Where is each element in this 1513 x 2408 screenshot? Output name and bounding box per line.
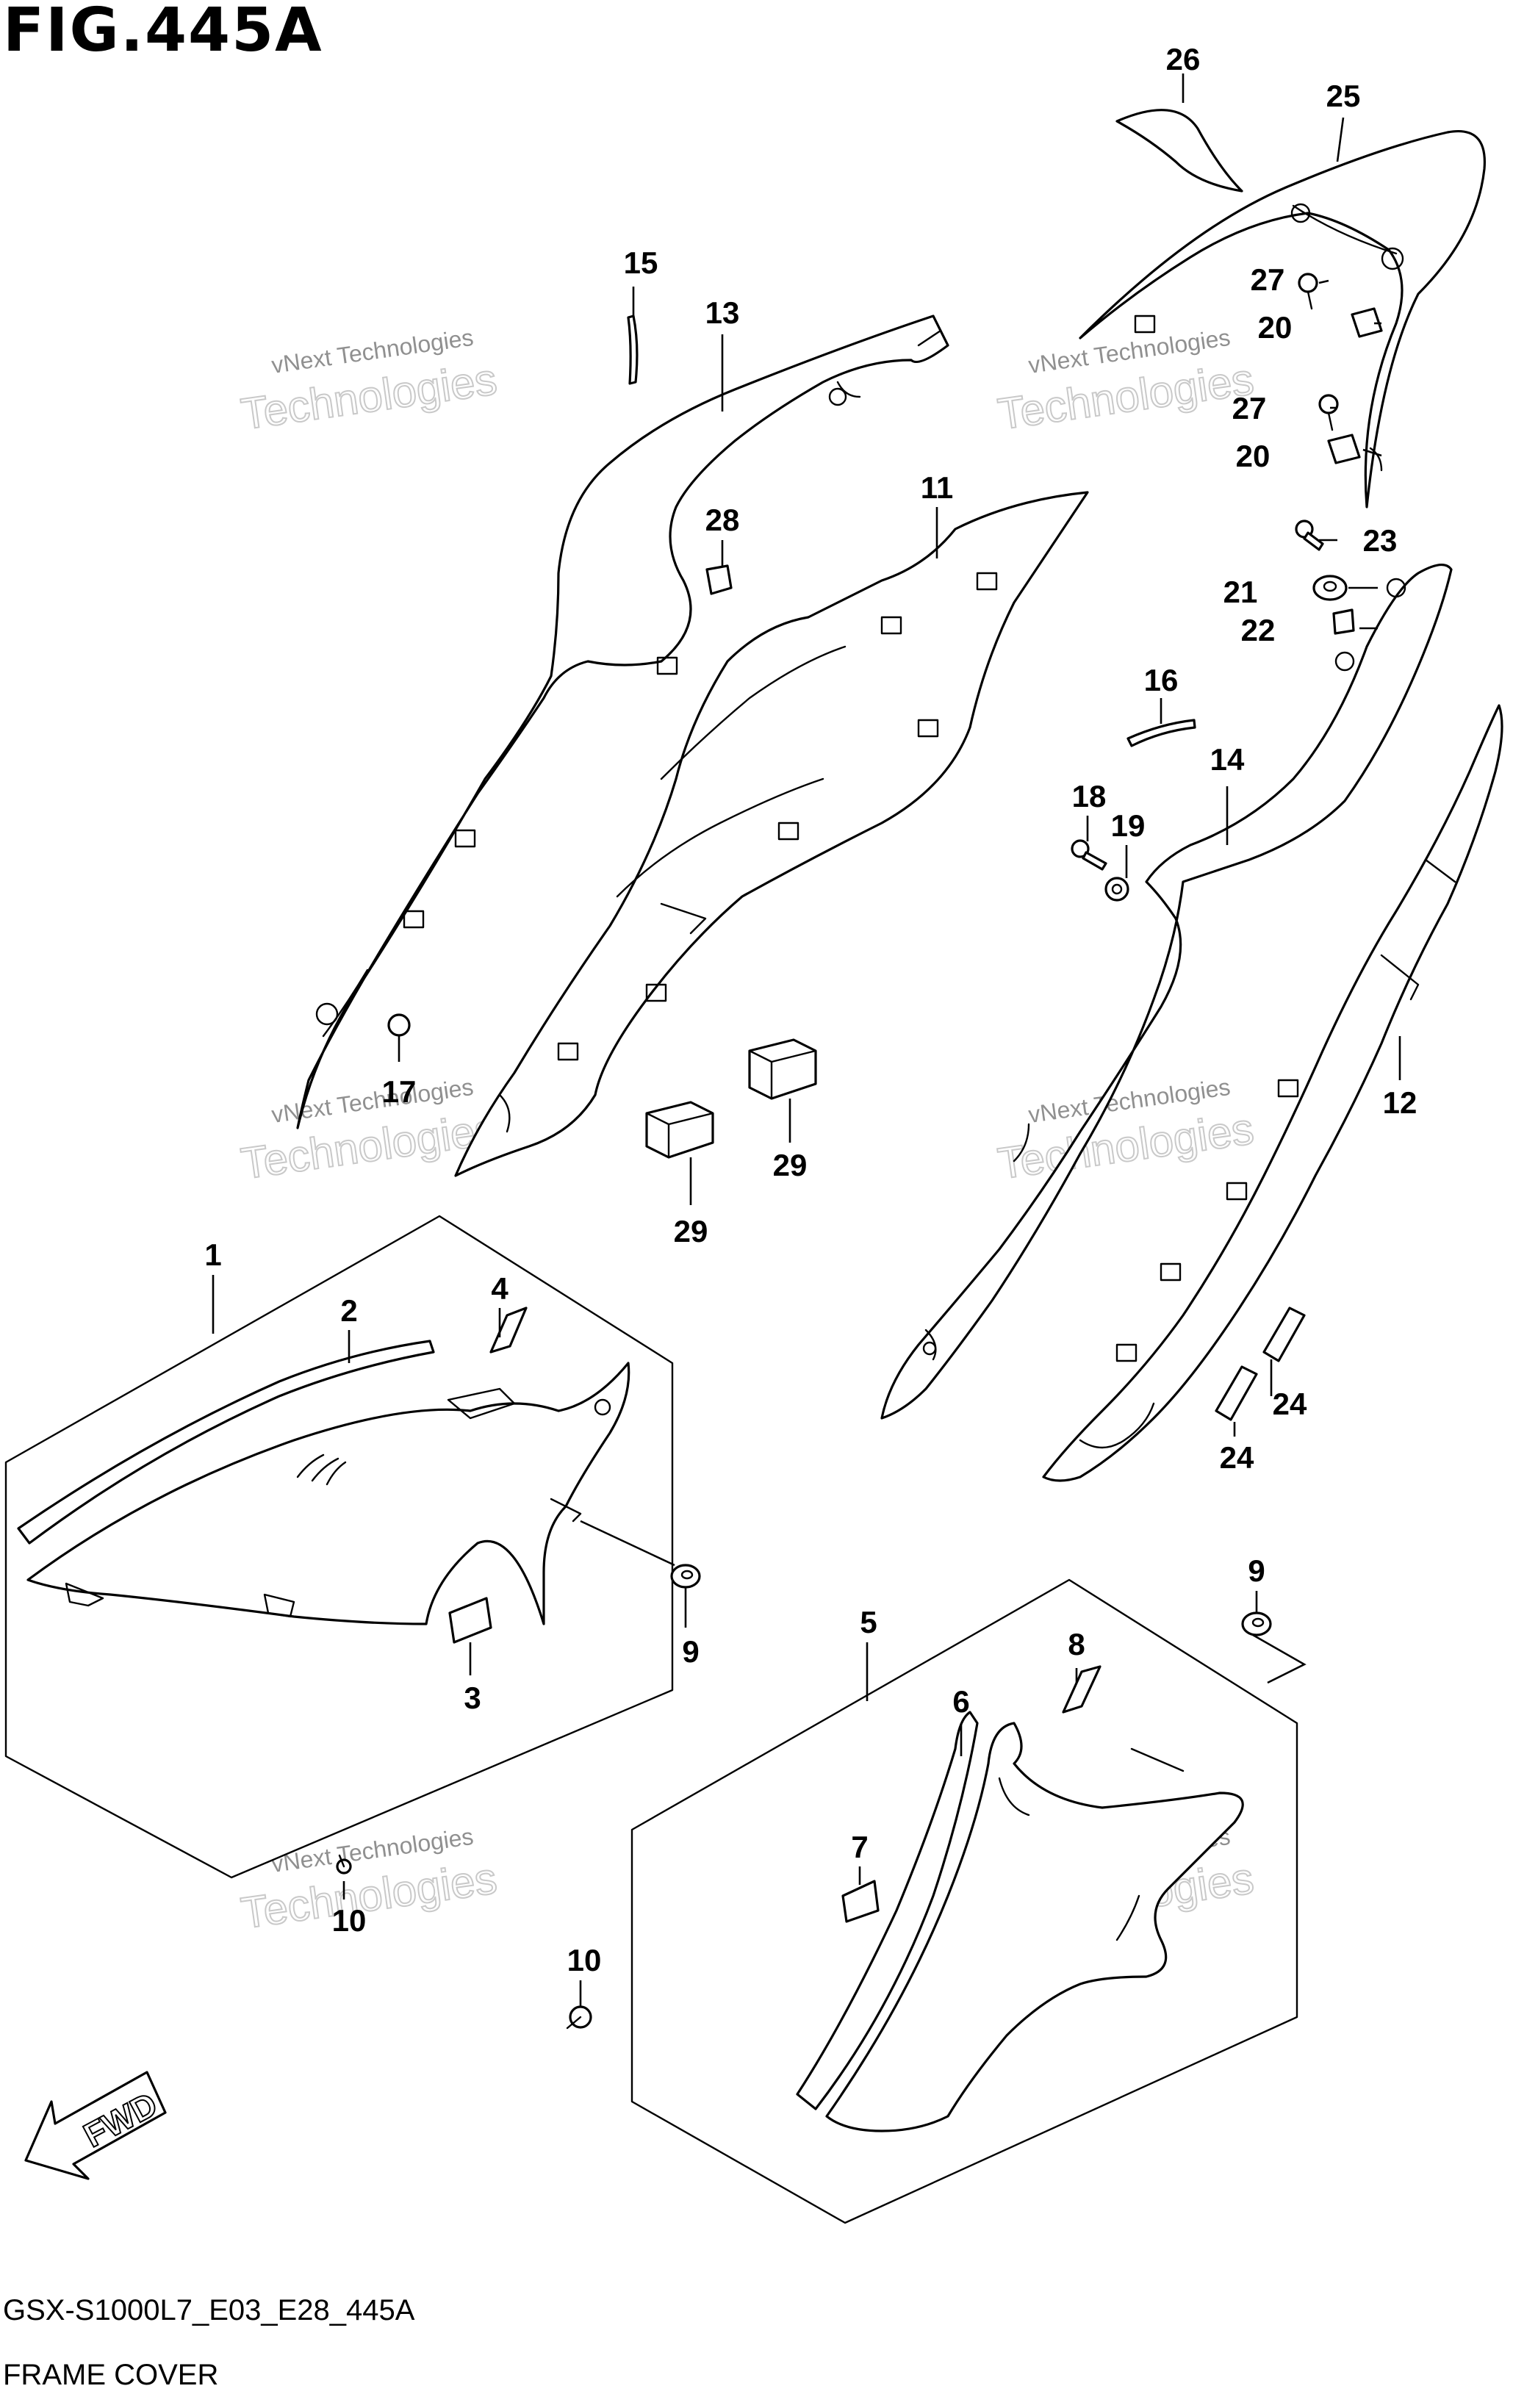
- callout-14: 14: [1210, 742, 1245, 777]
- part-16-strip: [1126, 719, 1196, 747]
- callout-5: 5: [860, 1605, 877, 1639]
- callout-11: 11: [921, 470, 953, 505]
- part-15-strip: [627, 315, 639, 385]
- figure-title: FIG.445A: [3, 0, 323, 65]
- callout-18: 18: [1072, 779, 1107, 813]
- callout-24-left: 24: [1220, 1440, 1254, 1475]
- callout-19: 19: [1111, 808, 1146, 843]
- callout-16: 16: [1144, 663, 1179, 697]
- watermark-bottom-left: vNext Technologies Technologies: [237, 1823, 500, 1938]
- part-29-pad-left: [645, 1101, 714, 1159]
- callout-29-right: 29: [773, 1148, 808, 1182]
- part-21-washer: [1312, 575, 1348, 601]
- callout-2: 2: [340, 1293, 357, 1328]
- part-10-clip-left: [336, 1854, 352, 1875]
- watermark-group: vNext Technologies Technologies vNext Te…: [237, 324, 1257, 1938]
- callout-26: 26: [1166, 42, 1201, 76]
- part-11-inner-cover: [454, 491, 1089, 1177]
- part-6-strip: [796, 1711, 979, 2110]
- watermark-top-right: vNext Technologies Technologies: [994, 324, 1257, 439]
- callout-21: 21: [1223, 575, 1258, 609]
- callout-9-left: 9: [682, 1634, 699, 1669]
- callout-27-lower: 27: [1232, 391, 1267, 425]
- part-20-nut-upper: [1351, 307, 1383, 338]
- callout-25: 25: [1326, 79, 1361, 113]
- callout-4: 4: [491, 1271, 508, 1306]
- callout-13: 13: [705, 295, 740, 330]
- watermark-top-left: vNext Technologies Technologies: [237, 324, 500, 439]
- part-2-strip: [17, 1340, 435, 1545]
- part-17-grommet: [387, 1013, 411, 1037]
- part-13-side-cover: [296, 315, 949, 1129]
- callout-1: 1: [204, 1237, 221, 1272]
- callout-20-lower: 20: [1236, 439, 1271, 473]
- assembly-5-box: [630, 1578, 1307, 2224]
- callout-labels: 26 25 27 20 27 20 23 21 22 15 13 11 28 1…: [204, 42, 1417, 1977]
- callout-3: 3: [464, 1681, 481, 1715]
- part-23-bolt: [1295, 520, 1324, 551]
- part-5-frame-cover: [825, 1722, 1244, 2132]
- callout-27-upper: 27: [1251, 262, 1285, 297]
- part-4-label: [489, 1307, 528, 1354]
- callout-20-upper: 20: [1258, 310, 1293, 345]
- part-3-label: [448, 1597, 492, 1644]
- part-14-side-cover: [880, 564, 1453, 1420]
- callout-23: 23: [1363, 523, 1398, 558]
- part-10-clip-right: [566, 2005, 592, 2030]
- callout-17: 17: [382, 1074, 417, 1109]
- callout-22: 22: [1241, 613, 1276, 647]
- part-7-label: [841, 1880, 880, 1923]
- part-1-frame-cover: [26, 1362, 630, 1625]
- part-20-nut-lower: [1327, 434, 1361, 464]
- part-24-pad-upper: [1262, 1307, 1306, 1362]
- watermark-mid-right: vNext Technologies Technologies: [994, 1074, 1257, 1189]
- callout-8: 8: [1068, 1627, 1085, 1661]
- callout-7: 7: [851, 1830, 868, 1864]
- part-25-tail-cowl: [1079, 130, 1487, 508]
- part-27-screw-lower: [1318, 394, 1339, 431]
- callout-15: 15: [624, 245, 658, 280]
- callout-29-left: 29: [674, 1214, 708, 1248]
- part-27-screw-upper: [1298, 273, 1318, 310]
- assembly-1-box: [4, 1215, 674, 1879]
- callout-12: 12: [1383, 1085, 1417, 1120]
- callout-24-right: 24: [1273, 1387, 1307, 1421]
- callout-28: 28: [705, 503, 740, 537]
- part-12-inner-cover: [1042, 704, 1503, 1482]
- part-22-collar: [1332, 608, 1355, 635]
- figure-code: GSX-S1000L7_E03_E28_445A: [3, 2294, 415, 2326]
- callout-10-right: 10: [567, 1943, 602, 1977]
- callout-9-right: 9: [1248, 1553, 1265, 1588]
- part-9-grommet-right: [1241, 1611, 1272, 1636]
- part-26-cover: [1115, 109, 1243, 193]
- part-29-pad-right: [748, 1038, 817, 1100]
- part-28-clip: [705, 564, 733, 595]
- callout-10-left: 10: [332, 1903, 367, 1938]
- forward-arrow-icon: FWD: [24, 2071, 167, 2180]
- figure-name: FRAME COVER: [3, 2359, 219, 2391]
- part-19-washer: [1104, 877, 1129, 902]
- callout-6: 6: [952, 1684, 969, 1719]
- leader-lines: [212, 73, 1401, 2006]
- part-18-bolt: [1071, 839, 1107, 871]
- part-9-grommet-left: [580, 1520, 701, 1589]
- part-24-pad-lower: [1215, 1365, 1258, 1421]
- part-8-label: [1062, 1665, 1101, 1714]
